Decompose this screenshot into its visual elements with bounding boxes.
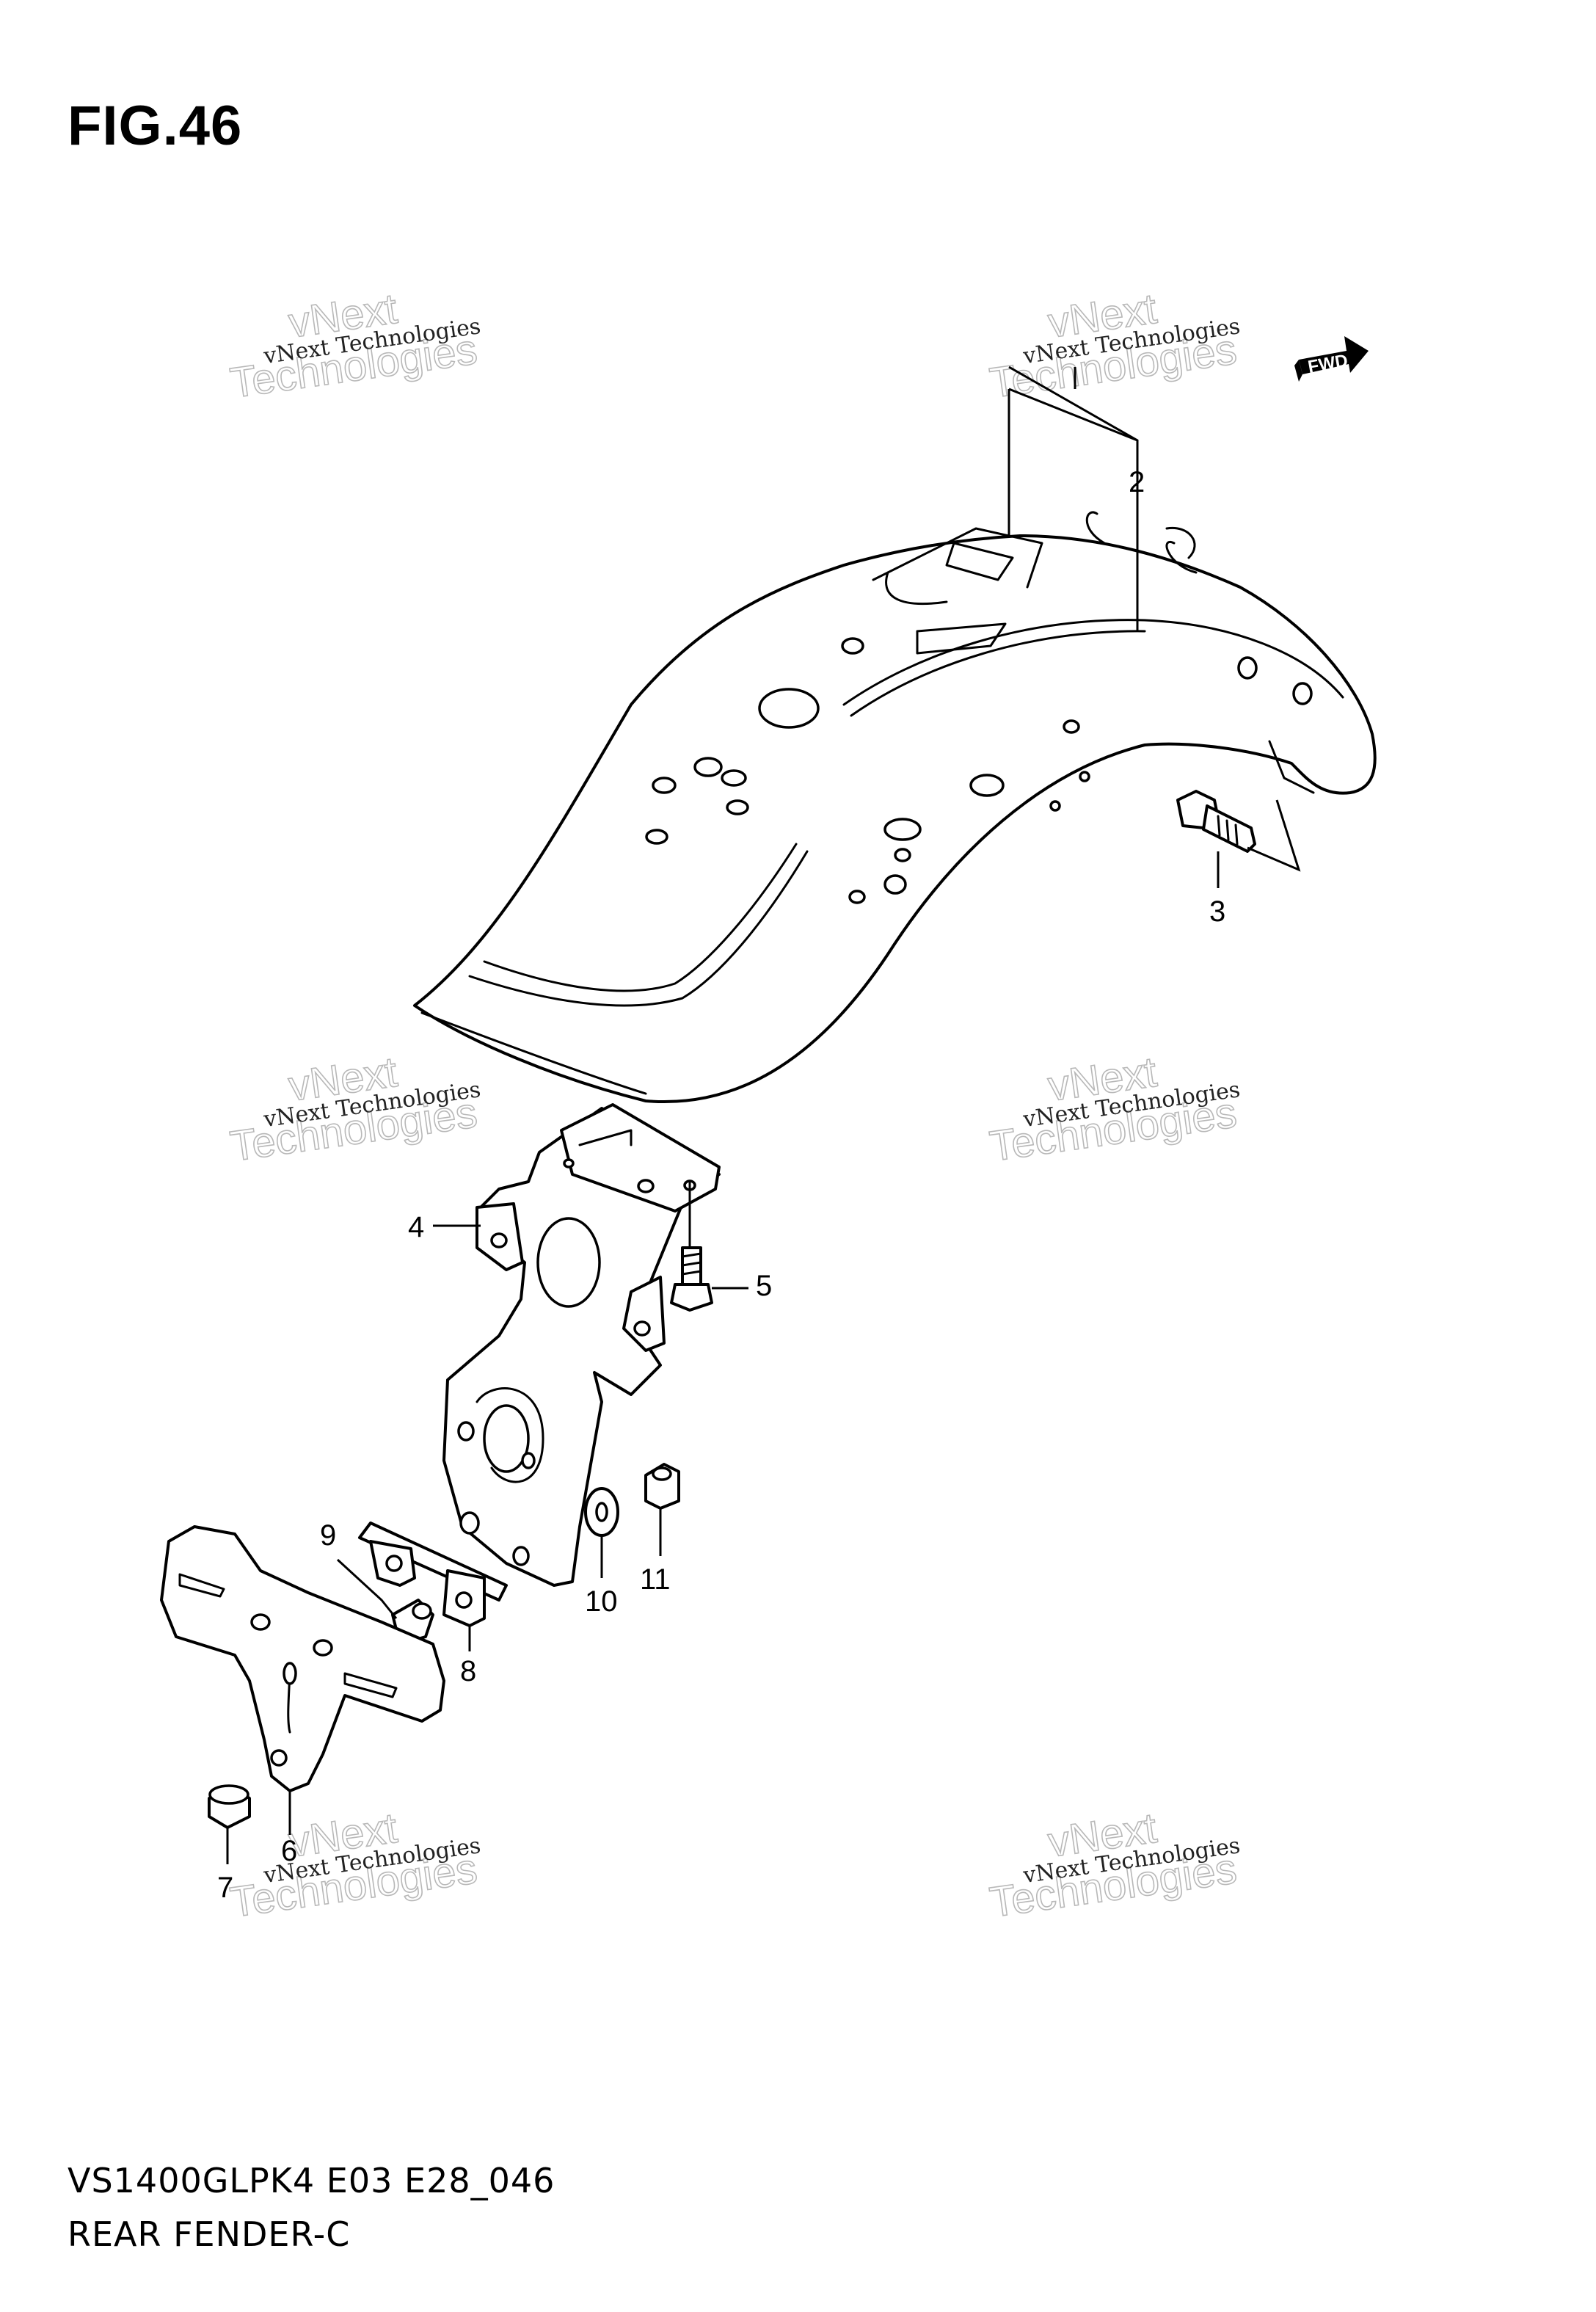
callout-4: 4	[408, 1211, 424, 1243]
fwd-arrow-icon: FWD	[1294, 336, 1369, 382]
figure-title: FIG.46	[68, 95, 243, 157]
bolt-part-3	[1176, 790, 1301, 888]
watermark-bottom-left: vNext Technologies vNext Technologies	[227, 1803, 482, 1927]
callout-7: 7	[217, 1872, 233, 1904]
watermark-top-right: vNext Technologies vNext Technologies	[986, 284, 1242, 407]
watermark-bottom-right: vNext Technologies vNext Technologies	[986, 1803, 1242, 1927]
callout-9: 9	[320, 1519, 336, 1552]
callout-6: 6	[281, 1835, 297, 1867]
license-bracket-part-6	[160, 1525, 445, 1835]
fwd-label: FWD	[1306, 351, 1349, 377]
plate-holder-part-8	[358, 1522, 508, 1651]
washer-part-10	[584, 1487, 619, 1578]
callout-2: 2	[1129, 466, 1145, 498]
grommet-part-7	[208, 1784, 251, 1864]
callout-5: 5	[756, 1270, 772, 1302]
screw-part-5	[670, 1182, 748, 1312]
callout-11: 11	[640, 1563, 671, 1596]
callout-3: 3	[1209, 895, 1225, 928]
callout-10: 10	[585, 1585, 618, 1618]
footer-section-name: REAR FENDER-C	[68, 2214, 351, 2254]
footer-model-code: VS1400GLPK4 E03 E28_046	[68, 2161, 555, 2200]
watermark-top-left: vNext Technologies vNext Technologies	[227, 284, 482, 407]
rear-fender-part-2	[413, 511, 1377, 1103]
spacer-part-9	[336, 1558, 434, 1646]
nut-part-11	[644, 1463, 680, 1556]
callout-8: 8	[460, 1655, 476, 1687]
watermark-middle-left: vNext Technologies vNext Technologies	[227, 1047, 482, 1171]
leader-lines-part-2	[1007, 366, 1139, 631]
watermark-middle-right: vNext Technologies vNext Technologies	[986, 1047, 1242, 1171]
fender-bracket-part-4	[433, 1103, 721, 1587]
